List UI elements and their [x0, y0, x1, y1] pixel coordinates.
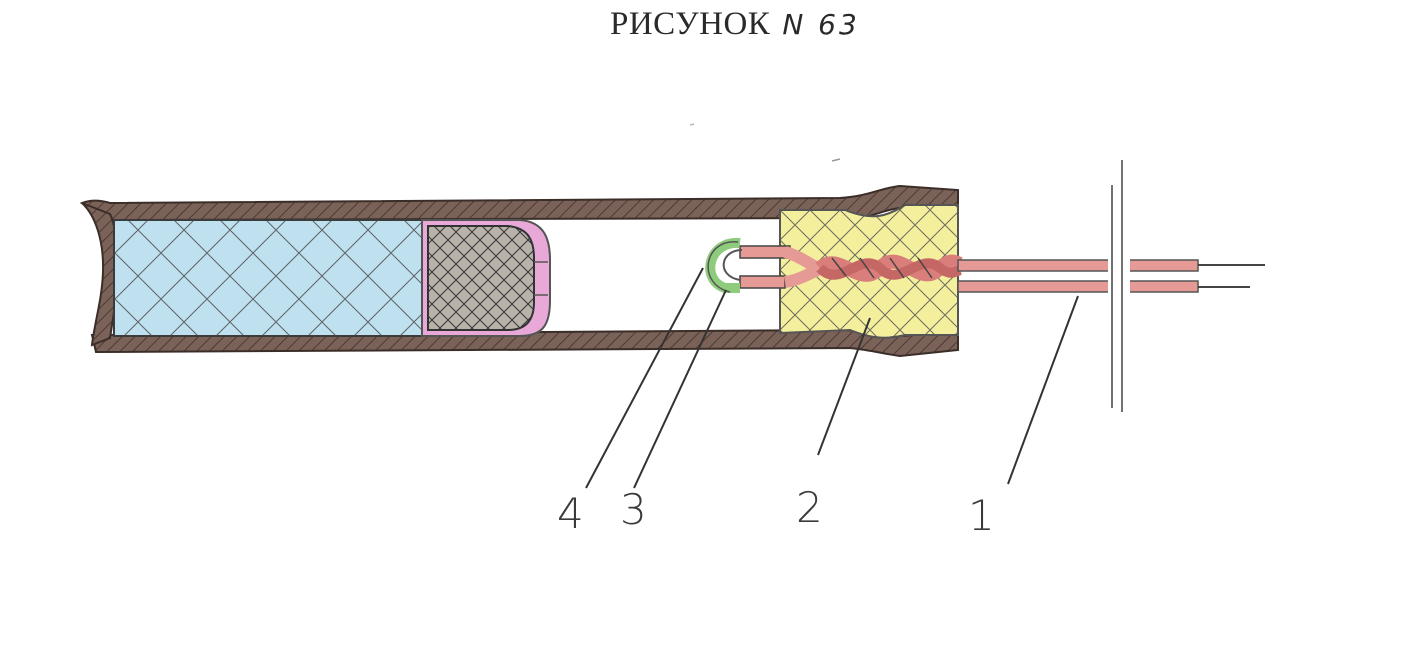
callout-label-2: 2	[796, 483, 823, 532]
stray-mark	[689, 123, 695, 126]
wire-loop	[705, 237, 743, 293]
lead-wires	[957, 160, 1265, 412]
figure-title: РИСУНОК N 63	[610, 4, 860, 44]
pink-cup	[421, 219, 551, 337]
figure-title-word: РИСУНОК	[610, 6, 771, 42]
figure-number: N 63	[782, 8, 860, 41]
twisted-wires	[815, 254, 963, 282]
leader-lines	[585, 267, 1079, 489]
callout-label-4: 4	[557, 489, 584, 538]
callout-label-3: 3	[620, 485, 647, 534]
stray-mark	[831, 158, 841, 162]
callout-label-1: 1	[968, 491, 995, 540]
blue-filler-section	[113, 219, 423, 337]
